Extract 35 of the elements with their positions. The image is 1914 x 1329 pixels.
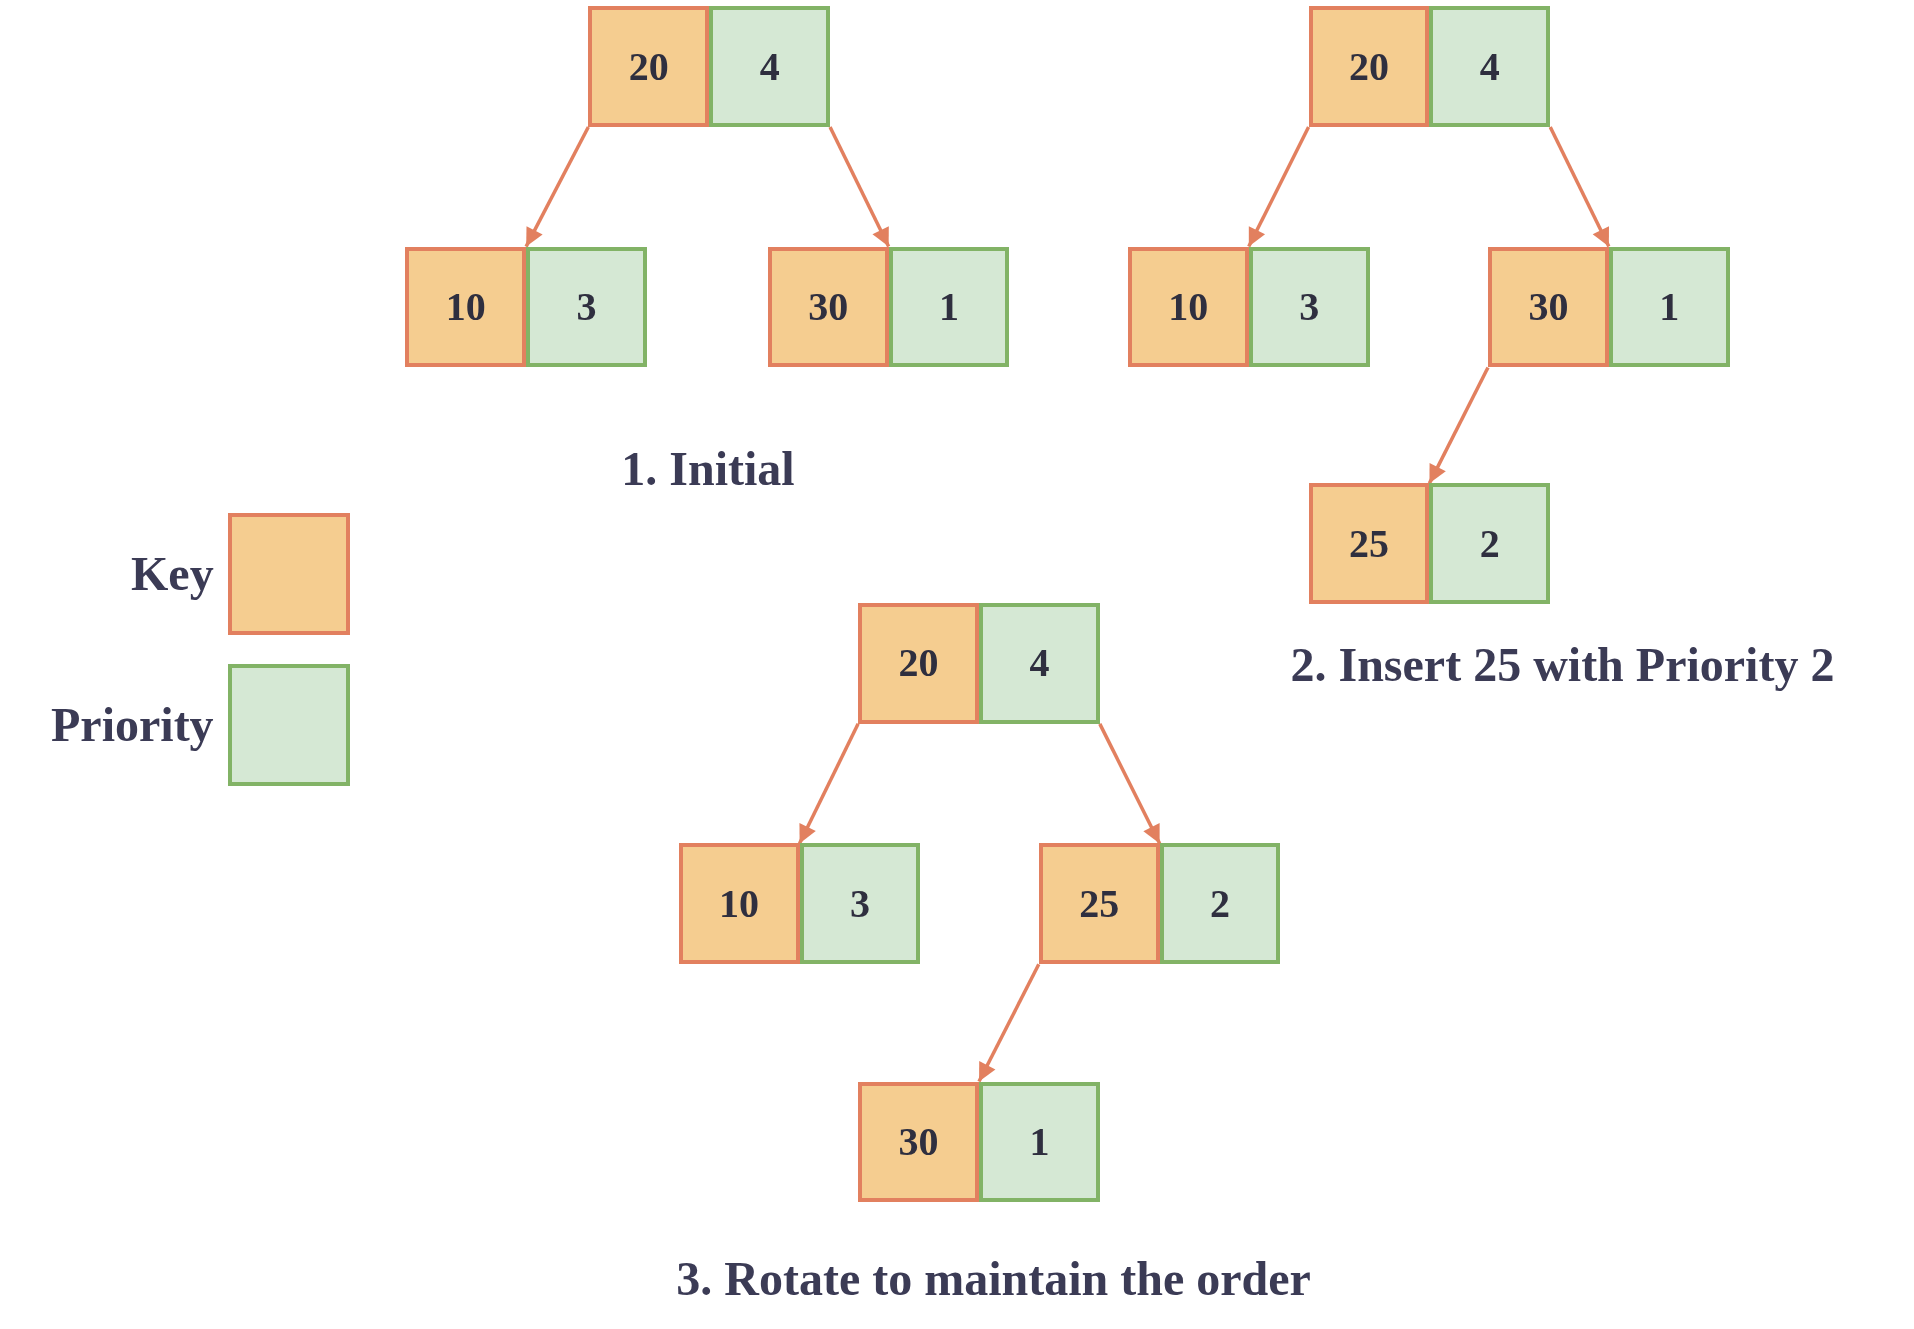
- step-caption: 2. Insert 25 with Priority 2: [1290, 641, 1835, 690]
- priority-cell: 1: [1608, 246, 1730, 368]
- priority-cell: 3: [799, 843, 921, 965]
- step-caption: 1. Initial: [621, 444, 795, 493]
- arrow: [1098, 723, 1162, 845]
- step-caption: 3. Rotate to maintain the order: [676, 1255, 1311, 1304]
- key-cell: 20: [858, 603, 979, 724]
- key-cell: 20: [588, 6, 710, 127]
- key-cell: 25: [1038, 843, 1160, 965]
- arrow: [828, 126, 891, 248]
- priority-cell: 2: [1429, 483, 1551, 605]
- priority-cell: 1: [888, 246, 1010, 368]
- key-cell: 10: [405, 246, 527, 368]
- arrow: [797, 723, 860, 845]
- priority-cell: 3: [1248, 246, 1370, 368]
- key-cell: 25: [1308, 483, 1430, 605]
- key-cell: 30: [767, 246, 889, 368]
- key-cell: 10: [678, 843, 800, 965]
- arrow: [1247, 126, 1311, 248]
- key-cell: 30: [858, 1081, 979, 1203]
- legend-label: Priority: [51, 701, 214, 750]
- priority-cell: 1: [978, 1081, 1100, 1203]
- priority-cell: 2: [1159, 843, 1281, 965]
- arrow: [977, 963, 1041, 1083]
- arrow: [1548, 126, 1611, 248]
- arrow: [1427, 366, 1490, 485]
- key-cell: 30: [1488, 246, 1609, 368]
- priority-cell: 4: [978, 603, 1100, 724]
- priority-cell: 4: [709, 6, 831, 127]
- key-cell: 10: [1127, 246, 1249, 368]
- priority-cell: 3: [526, 246, 647, 368]
- key-cell: 20: [1308, 6, 1430, 127]
- priority-cell: 4: [1429, 6, 1551, 127]
- legend-label: Key: [131, 549, 214, 598]
- arrow: [524, 126, 590, 248]
